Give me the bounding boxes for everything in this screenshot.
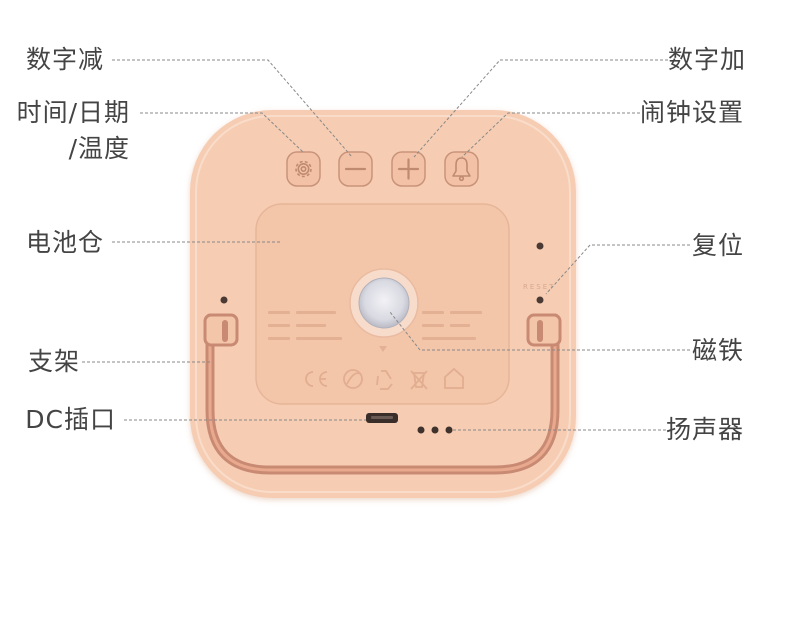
stand-hinge-dot-left [220,296,228,304]
magnet [349,268,419,338]
hinge-slot-left [222,320,228,342]
label-reset: 复位 [692,231,745,260]
settings-button[interactable] [286,151,321,187]
rohs-leaf-icon [343,369,363,389]
stand-hinge-right [526,313,562,347]
leader-lines [82,59,690,431]
label-speaker: 扬声器 [666,415,745,444]
stand-inner-line [208,318,557,472]
label-alarm-setting: 闹钟设置 [640,98,745,127]
certification-icons [305,367,464,390]
minus-button[interactable] [338,151,373,187]
label-stand: 支架 [27,347,80,376]
label-time-date-line2: /温度 [68,134,130,163]
ce-mark-icon [305,371,328,387]
recycle-icon [376,370,393,390]
alarm-button[interactable] [444,151,479,187]
indicator-dot [536,242,544,250]
label-number-minus: 数字减 [25,45,104,74]
reset-print: RESET [523,283,555,291]
label-time-date-line1: 时间/日期 [16,98,130,127]
label-battery: 电池仓 [25,228,104,257]
speaker-holes [417,426,453,434]
arrow-down-mark [379,346,387,352]
reset-hole[interactable] [536,296,544,304]
label-magnet: 磁铁 [692,336,745,365]
label-dc-port: DC插口 [25,405,116,434]
device-body-rim [195,115,571,493]
bell-icon [452,157,471,182]
weee-bin-icon [410,370,428,390]
spec-print-left [268,311,342,340]
indoor-use-icon [444,367,464,389]
label-number-plus: 数字加 [668,45,747,74]
stand-hinge-left [203,313,239,347]
hinge-slot-right [537,320,543,342]
plus-icon [397,158,420,180]
stand-inner-fill [235,345,529,447]
dc-port-pin [371,416,393,419]
plus-button[interactable] [391,151,426,187]
spec-print-right [422,311,482,340]
gear-icon [295,160,312,178]
